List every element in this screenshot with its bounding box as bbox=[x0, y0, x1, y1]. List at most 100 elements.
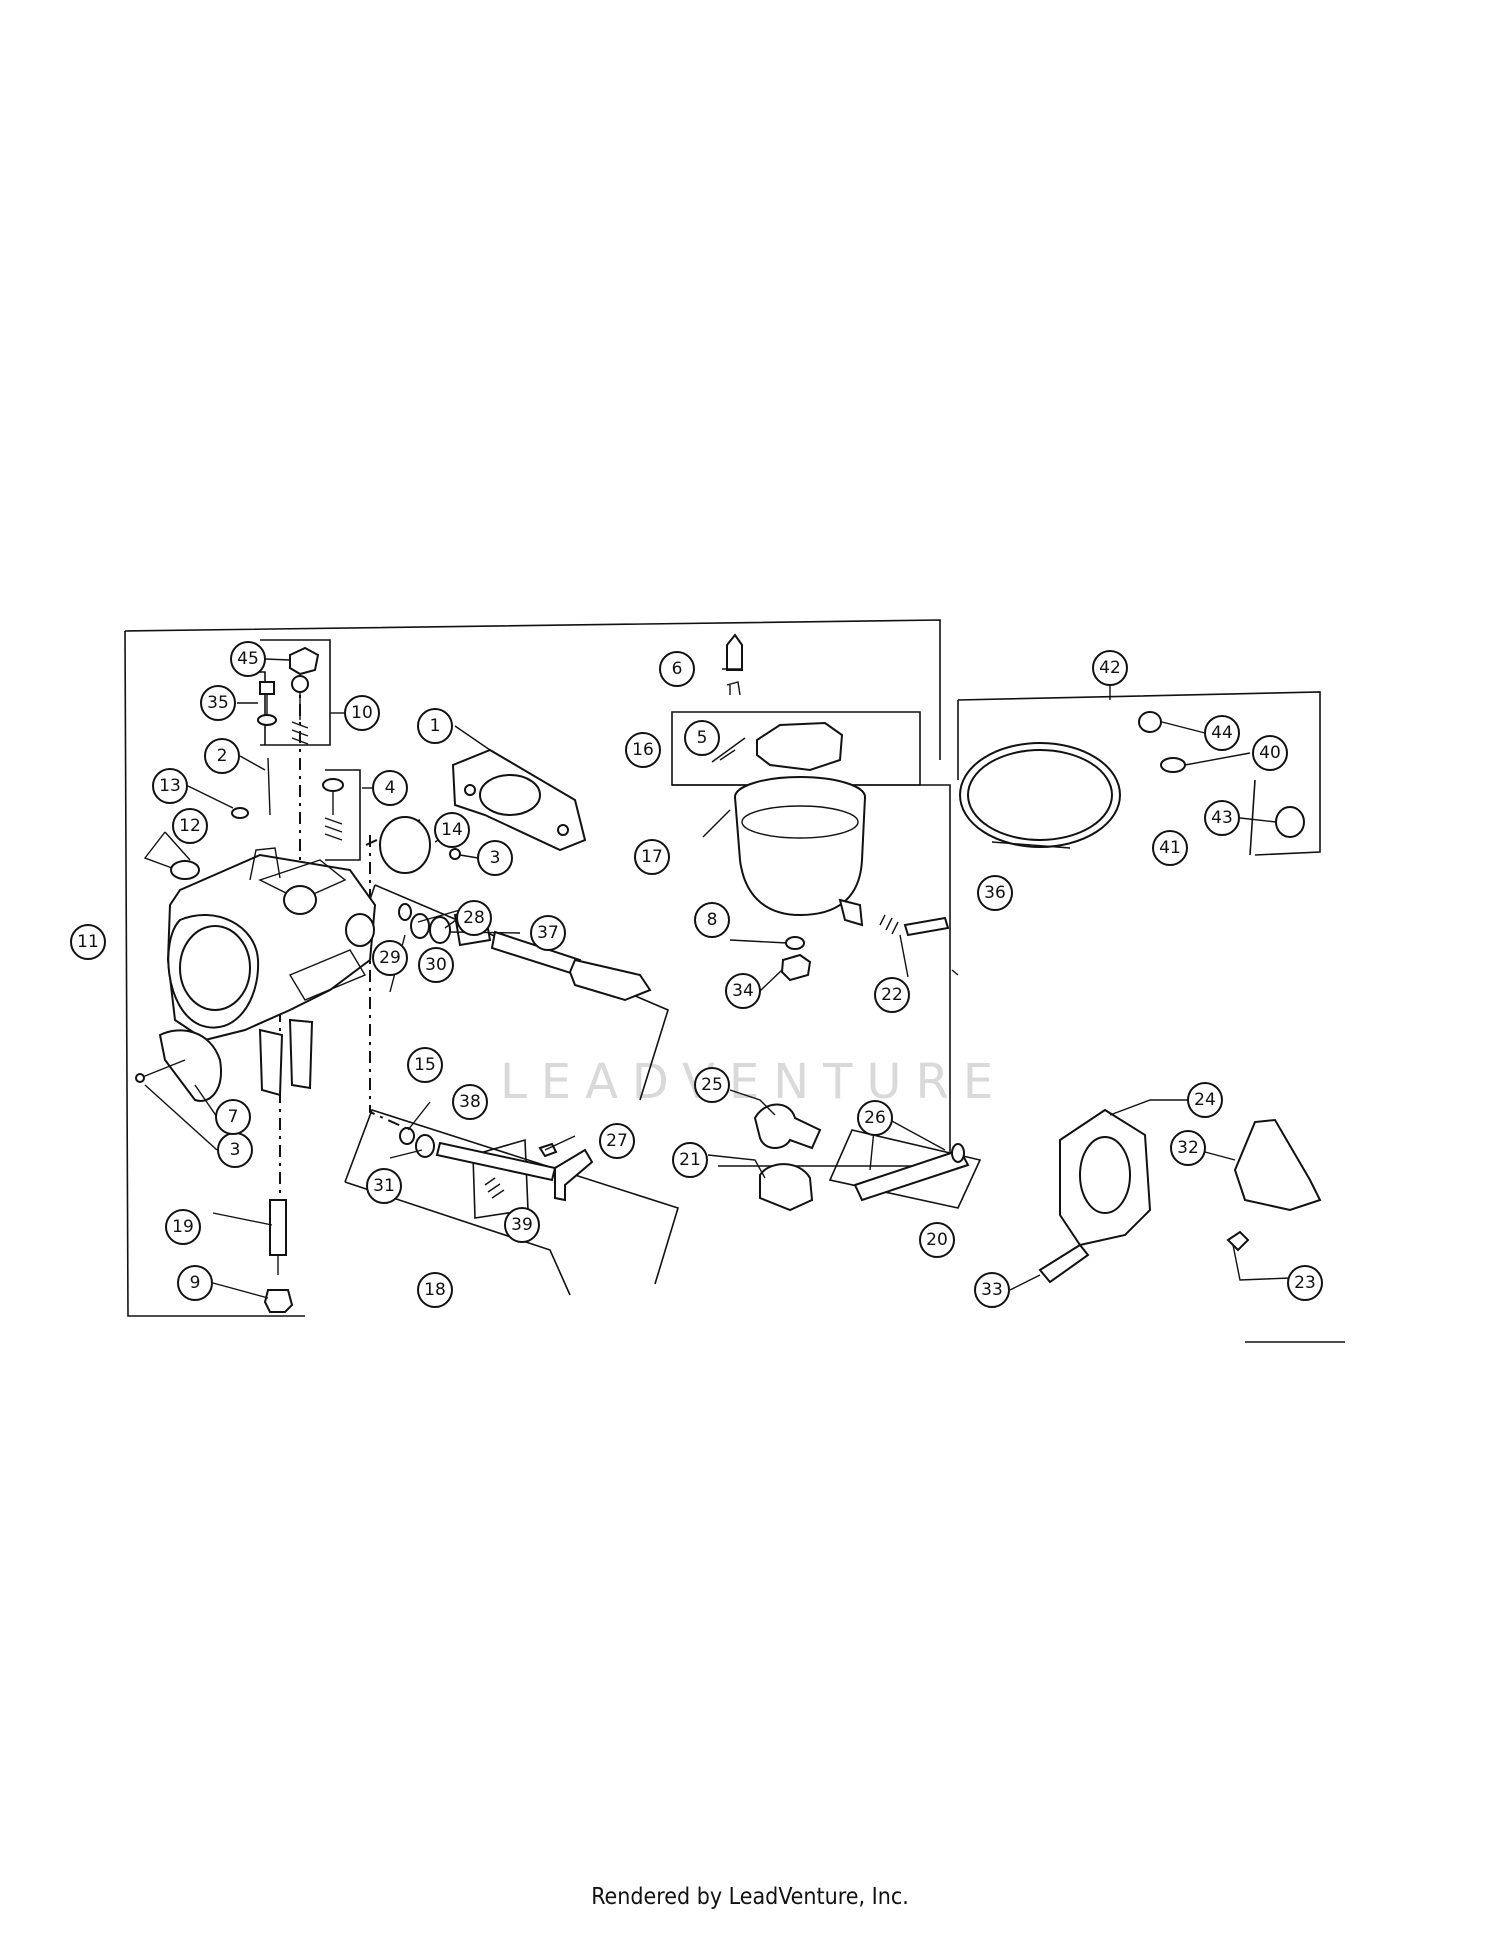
footer-credit: Rendered by LeadVenture, Inc. bbox=[591, 1884, 909, 1910]
callout-12: 12 bbox=[172, 808, 208, 844]
part-7-choke-plate bbox=[158, 1029, 222, 1102]
svg-text:16: 16 bbox=[632, 740, 654, 760]
svg-text:24: 24 bbox=[1194, 1090, 1216, 1110]
callout-31: 31 bbox=[366, 1168, 402, 1204]
part-17-float-bowl bbox=[734, 776, 866, 927]
callout-29: 29 bbox=[372, 940, 408, 976]
part-35-screws bbox=[257, 675, 309, 745]
callout-34: 34 bbox=[725, 973, 761, 1009]
svg-text:18: 18 bbox=[424, 1280, 446, 1300]
svg-text:34: 34 bbox=[732, 981, 754, 1001]
callout-23: 23 bbox=[1287, 1265, 1323, 1301]
part-2-needle bbox=[267, 757, 271, 816]
part-18-choke-shaft bbox=[435, 1141, 594, 1202]
svg-text:22: 22 bbox=[881, 985, 903, 1005]
callout-38: 38 bbox=[452, 1084, 488, 1120]
svg-text:39: 39 bbox=[511, 1215, 533, 1235]
callout-27: 27 bbox=[599, 1123, 635, 1159]
callout-17: 17 bbox=[634, 839, 670, 875]
callout-14: 14 bbox=[434, 812, 470, 848]
svg-text:25: 25 bbox=[701, 1075, 723, 1095]
carburetor-body bbox=[166, 847, 377, 1097]
part-39-spring bbox=[484, 1177, 505, 1199]
part-31-washer bbox=[415, 1134, 435, 1158]
svg-text:28: 28 bbox=[463, 908, 485, 928]
svg-text:44: 44 bbox=[1211, 723, 1233, 743]
callout-28: 28 bbox=[456, 900, 492, 936]
callout-37: 37 bbox=[530, 915, 566, 951]
part-16-float bbox=[711, 721, 844, 772]
part-21-primer-bulb bbox=[759, 1163, 814, 1212]
svg-text:2: 2 bbox=[217, 746, 228, 766]
callout-30: 30 bbox=[418, 947, 454, 983]
callout-26: 26 bbox=[857, 1100, 893, 1136]
svg-text:23: 23 bbox=[1294, 1273, 1316, 1293]
svg-text:7: 7 bbox=[228, 1107, 239, 1127]
callout-6: 6 bbox=[659, 651, 695, 687]
callout-8: 8 bbox=[694, 902, 730, 938]
part-41-o-ring bbox=[959, 742, 1121, 848]
svg-text:3: 3 bbox=[230, 1140, 241, 1160]
part-4-screw bbox=[322, 778, 344, 841]
svg-text:6: 6 bbox=[672, 659, 683, 679]
callout-35: 35 bbox=[200, 685, 236, 721]
svg-text:35: 35 bbox=[207, 693, 229, 713]
part-6-needle-valve bbox=[726, 633, 743, 696]
leader-lines bbox=[143, 658, 1291, 1299]
callout-25: 25 bbox=[694, 1067, 730, 1103]
callout-40: 40 bbox=[1252, 735, 1288, 771]
callout-39: 39 bbox=[504, 1207, 540, 1243]
svg-text:36: 36 bbox=[984, 883, 1006, 903]
callout-10: 10 bbox=[344, 695, 380, 731]
svg-text:15: 15 bbox=[414, 1055, 436, 1075]
watermark: LEADVENTURE bbox=[500, 1054, 1007, 1110]
callout-9: 9 bbox=[177, 1265, 213, 1301]
callout-43: 43 bbox=[1204, 800, 1240, 836]
part-15-throttle-shaft bbox=[490, 930, 652, 1002]
callout-4: 4 bbox=[372, 770, 408, 806]
part-12-plug bbox=[170, 860, 200, 880]
svg-text:3: 3 bbox=[490, 848, 501, 868]
svg-text:29: 29 bbox=[379, 948, 401, 968]
svg-text:13: 13 bbox=[159, 776, 181, 796]
callout-3-upper: 3 bbox=[477, 840, 513, 876]
svg-text:45: 45 bbox=[237, 649, 259, 669]
svg-text:42: 42 bbox=[1099, 658, 1121, 678]
svg-text:40: 40 bbox=[1259, 743, 1281, 763]
svg-text:20: 20 bbox=[926, 1230, 948, 1250]
svg-text:37: 37 bbox=[537, 923, 559, 943]
svg-text:43: 43 bbox=[1211, 808, 1233, 828]
svg-text:8: 8 bbox=[707, 910, 718, 930]
callout-18: 18 bbox=[417, 1272, 453, 1308]
svg-text:19: 19 bbox=[172, 1217, 194, 1237]
part-23-bolt bbox=[1226, 1230, 1250, 1252]
svg-text:33: 33 bbox=[981, 1280, 1003, 1300]
callout-3-lower: 3 bbox=[217, 1132, 253, 1168]
svg-text:11: 11 bbox=[77, 932, 99, 952]
part-44-seal bbox=[1138, 711, 1162, 733]
callout-13: 13 bbox=[152, 768, 188, 804]
callout-33: 33 bbox=[974, 1272, 1010, 1308]
callout-7: 7 bbox=[215, 1099, 251, 1135]
part-14-throttle-plate bbox=[379, 816, 431, 874]
part-34-bolt bbox=[780, 953, 812, 982]
part-8-washer bbox=[785, 936, 805, 950]
svg-text:5: 5 bbox=[697, 728, 708, 748]
callouts: 1 2 3 3 4 5 6 7 8 9 10 11 12 13 14 15 16… bbox=[70, 641, 1323, 1308]
callout-22: 22 bbox=[874, 977, 910, 1013]
callout-5: 5 bbox=[684, 720, 720, 756]
svg-text:27: 27 bbox=[606, 1131, 628, 1151]
svg-text:41: 41 bbox=[1159, 838, 1181, 858]
part-43-seal bbox=[1275, 806, 1305, 838]
svg-text:9: 9 bbox=[190, 1273, 201, 1293]
part-19-main-jet bbox=[269, 1199, 287, 1275]
callout-42: 42 bbox=[1092, 650, 1128, 686]
part-9-nut bbox=[263, 1289, 294, 1313]
part-37-seal bbox=[429, 916, 451, 944]
svg-text:38: 38 bbox=[459, 1092, 481, 1112]
callout-41: 41 bbox=[1152, 830, 1188, 866]
svg-text:1: 1 bbox=[430, 716, 441, 736]
callout-1: 1 bbox=[417, 708, 453, 744]
callout-44: 44 bbox=[1204, 715, 1240, 751]
callout-32: 32 bbox=[1170, 1130, 1206, 1166]
